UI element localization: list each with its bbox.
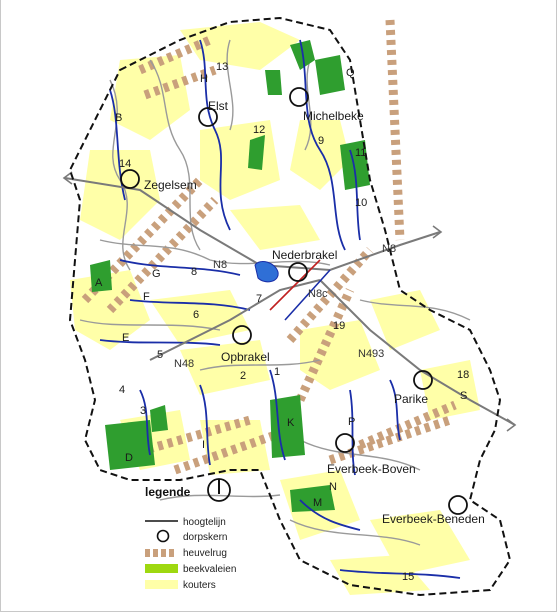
number-label: 13 [216,61,228,73]
road-label-n493: N493 [358,348,384,360]
legend-title: legende [145,485,191,499]
rail-lines [269,259,331,321]
road-label-n8-east: N8 [382,243,396,255]
letter-label: G [152,268,161,280]
letter-label: F [143,291,150,303]
letter-label: H [200,73,208,85]
legend-label-hoogtelijn: hoogtelijn [183,517,226,528]
village-label-michelbeke: Michelbeke [303,109,364,123]
number-label: 11 [355,147,366,159]
letter-label: A [95,277,103,289]
number-label: 5 [157,349,163,361]
legend-swatch-dorpskern [156,529,170,543]
legend-label-kouters: kouters [183,580,216,591]
number-label: 10 [355,197,367,209]
village-label-everbeek-boven: Everbeek-Boven [327,462,416,476]
legend-swatch-heuvelrug [145,549,174,557]
legend-label-beekvaleien: beekvaleien [183,564,236,575]
streams [99,39,461,579]
letter-label: B [115,112,122,124]
village-label-opbrakel: Opbrakel [221,350,270,364]
beekvaleien-areas [90,40,370,512]
letter-label: M [313,497,322,509]
number-labels: 1 2 3 4 5 6 7 8 9 10 11 12 13 14 15 18 1… [119,61,469,583]
heuvelrug-bands [81,19,457,475]
letter-label: P [348,416,355,428]
north-arrow-icon [207,478,231,502]
number-label: 18 [457,369,469,381]
number-label: 14 [119,158,131,170]
legend: legende hoogtelijn dorpskern heuvelrug b… [145,478,236,591]
legend-label-heuvelrug: heuvelrug [183,548,227,559]
letter-label: E [122,332,129,344]
number-label: 7 [256,293,262,305]
number-label: 9 [318,135,324,147]
road-label-n8c: N8c [308,288,328,300]
number-label: 1 [274,366,280,378]
letter-label: N [329,481,337,493]
number-label: 4 [119,384,125,396]
number-label: 12 [253,124,265,136]
village-label-everbeek-beneden: Everbeek-Beneden [382,512,485,526]
lake [254,261,279,283]
letter-label: D [125,452,133,464]
number-label: 2 [240,370,246,382]
village-label-zegelsem: Zegelsem [144,178,197,192]
letter-label: I [202,439,205,451]
legend-swatch-beekvaleien [145,564,178,573]
number-label: 19 [333,320,345,332]
municipality-boundary [68,16,512,597]
letter-label: K [287,417,295,429]
village-markers [120,87,468,515]
number-label: 8 [191,266,197,278]
road-label-n8-west: N8 [213,259,227,271]
contour-lines [79,39,471,546]
letter-label: S [460,390,467,402]
number-label: 15 [402,571,414,583]
legend-label-dorpskern: dorpskern [183,532,227,543]
legend-swatch-kouters [145,580,178,589]
number-label: 6 [193,309,199,321]
road-arrows [62,171,517,432]
road-label-n48: N48 [174,358,194,370]
number-label: 3 [140,405,146,417]
letter-labels: A B D E F G H I K M N P Q S [95,67,467,509]
village-label-parike: Parike [394,392,428,406]
village-label-elst: Elst [208,99,229,113]
village-label-nederbrakel: Nederbrakel [272,248,337,262]
letter-label: Q [346,67,355,79]
